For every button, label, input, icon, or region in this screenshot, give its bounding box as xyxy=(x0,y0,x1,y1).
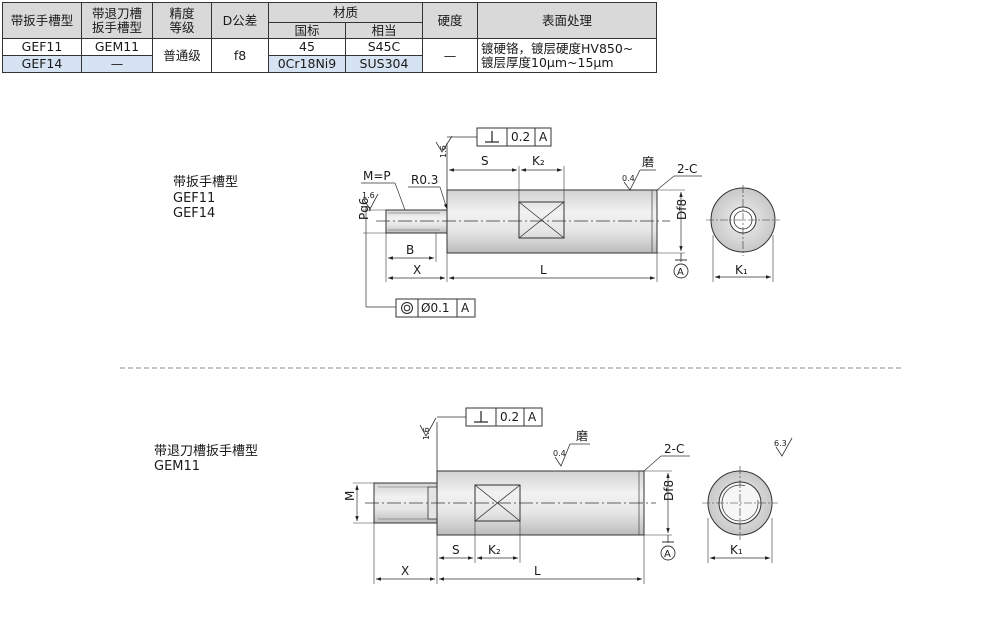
spec-table: 带扳手槽型 带退刀槽 扳手槽型 精度 等级 D公差 材质 硬度 表面处理 国标 … xyxy=(2,2,657,73)
diagram-1: 带扳手槽型 GEF11 GEF14 0.2 A 1 xyxy=(173,127,780,318)
dim-X: X xyxy=(413,263,421,277)
chamfer-label: 2-C xyxy=(677,162,697,176)
thread-lines xyxy=(388,212,440,231)
dim-M: M xyxy=(343,491,357,501)
perpendicular-icon xyxy=(485,131,499,143)
header-grade: 精度 等级 xyxy=(152,2,212,39)
cell-hardness: — xyxy=(422,38,478,73)
svg-text:A: A xyxy=(461,301,470,315)
svg-text:0.4: 0.4 xyxy=(553,449,566,458)
roughness-symbol: 1.6 xyxy=(435,135,453,158)
svg-text:A: A xyxy=(677,267,684,278)
dim-K1: K₁ xyxy=(735,263,748,277)
dim-D: Df8 xyxy=(662,480,676,501)
shaft-body xyxy=(446,189,658,254)
svg-text:0.2: 0.2 xyxy=(500,410,519,424)
cell-tolerance: f8 xyxy=(211,38,269,73)
datum-A xyxy=(673,263,689,279)
roughness-general: 6.3 xyxy=(774,439,787,448)
diagram2-title: 带退刀槽扳手槽型 xyxy=(154,443,258,459)
dim-K2: K₂ xyxy=(488,543,501,557)
cell-surface: 镀硬铬，镀层硬度HV850~ 镀层厚度10μm~15μm xyxy=(477,38,657,73)
svg-text:磨: 磨 xyxy=(576,429,588,443)
svg-text:磨: 磨 xyxy=(642,155,654,169)
svg-text:Ø0.1: Ø0.1 xyxy=(421,301,450,315)
header-type1: 带扳手槽型 xyxy=(2,2,82,39)
dim-P: Pg6 xyxy=(357,198,371,221)
svg-text:1.6: 1.6 xyxy=(362,191,375,200)
concentricity-frame xyxy=(395,298,476,318)
chamfer-label: 2-C xyxy=(664,442,684,456)
diagram2-model1: GEM11 xyxy=(154,459,200,474)
dim-K2: K₂ xyxy=(532,154,545,168)
header-material: 材质 xyxy=(268,2,423,23)
svg-text:1.6: 1.6 xyxy=(422,427,431,440)
dim-S: S xyxy=(481,154,489,168)
diagram1-title: 带扳手槽型 xyxy=(173,174,238,190)
cell-mat-gb: 0Cr18Ni9 xyxy=(268,55,346,73)
diagram1-model1: GEF11 xyxy=(173,191,215,206)
svg-text:0.2: 0.2 xyxy=(511,130,530,144)
header-surface: 表面处理 xyxy=(477,2,657,39)
grind-roughness-symbol: 0.4 磨 xyxy=(622,155,656,191)
datum-A xyxy=(660,545,676,561)
label-R: R0.3 xyxy=(411,173,438,187)
svg-text:0.4: 0.4 xyxy=(622,174,635,183)
dim-S: S xyxy=(452,543,460,557)
wrench-flat xyxy=(518,201,565,239)
cell-type2: — xyxy=(81,55,153,73)
dim-L: L xyxy=(534,564,541,578)
dim-D: Df8 xyxy=(675,199,689,220)
dim-L: L xyxy=(540,263,547,277)
label-MP: M=P xyxy=(363,169,391,183)
cell-type1: GEF14 xyxy=(2,55,82,73)
svg-text:1.6: 1.6 xyxy=(439,145,448,158)
perpendicular-icon xyxy=(474,411,488,423)
dim-X: X xyxy=(401,564,409,578)
concentricity-icon xyxy=(401,302,413,314)
header-tolerance: D公差 xyxy=(211,2,269,39)
svg-text:A: A xyxy=(528,410,537,424)
diagram1-model2: GEF14 xyxy=(173,206,215,221)
dim-K1: K₁ xyxy=(730,543,743,557)
cell-grade: 普通级 xyxy=(152,38,212,73)
diagram-2: 带退刀槽扳手槽型 GEM11 0.2 A 1.6 xyxy=(154,407,793,584)
cell-mat-eq: SUS304 xyxy=(345,55,423,73)
thread-stud xyxy=(385,209,448,234)
svg-text:A: A xyxy=(539,130,548,144)
dim-B: B xyxy=(406,243,414,257)
svg-text:A: A xyxy=(664,549,671,560)
